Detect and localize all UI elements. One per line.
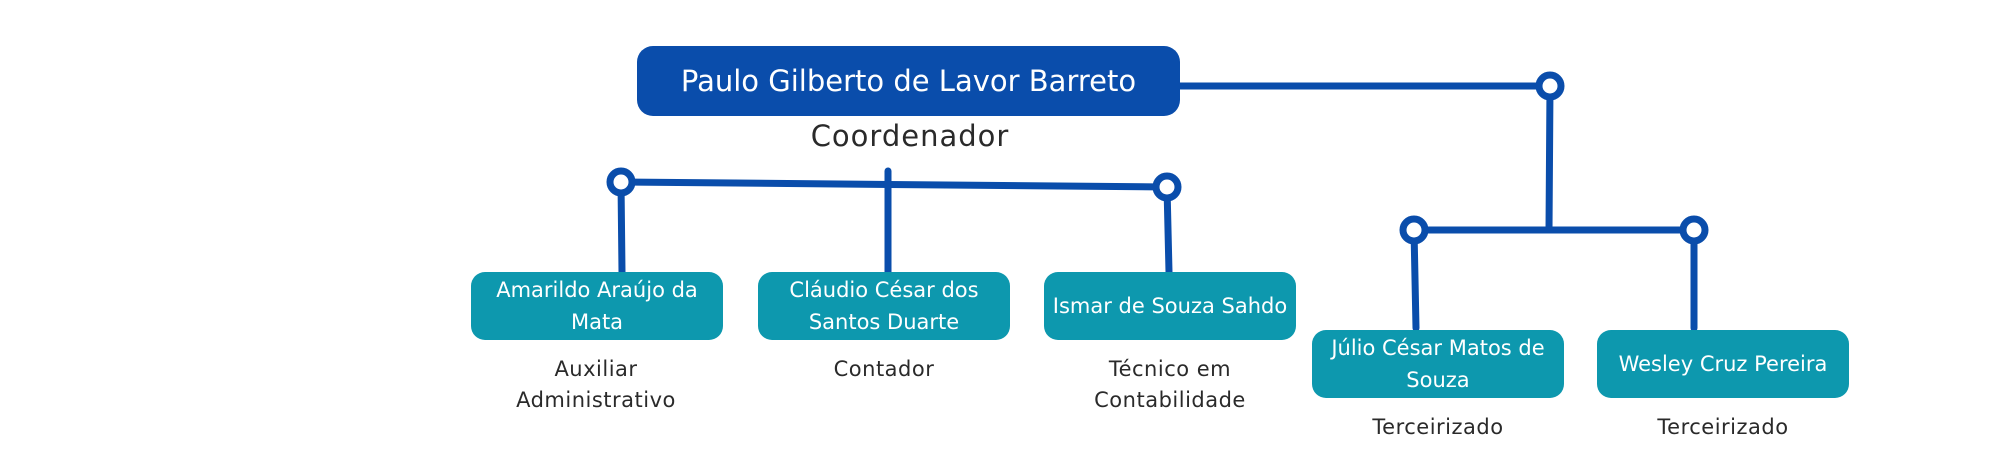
staff-role: Auxiliar Administrativo — [516, 357, 676, 412]
outsourced-role: Terceirizado — [1657, 415, 1789, 439]
staff-box: Ismar de Souza Sahdo — [1044, 272, 1296, 340]
connector-outsourced-left-drop — [1410, 226, 1420, 332]
connector-node-icon — [606, 167, 636, 197]
staff-box: Cláudio César dos Santos Duarte — [758, 272, 1010, 340]
coordinator-box: Paulo Gilberto de Lavor Barreto — [637, 46, 1180, 116]
connector-node-icon — [1535, 71, 1565, 101]
coordinator-name: Paulo Gilberto de Lavor Barreto — [680, 63, 1137, 98]
staff-name: Amarildo Araújo da Mata — [496, 278, 698, 334]
staff-box: Amarildo Araújo da Mata — [471, 272, 723, 340]
outsourced-role: Terceirizado — [1372, 415, 1504, 439]
connector-node-icon — [1152, 172, 1182, 202]
connector-node-icon — [1679, 215, 1709, 245]
outsourced-name: Wesley Cruz Pereira — [1618, 352, 1828, 376]
outsourced-box: Júlio César Matos de Souza — [1312, 330, 1564, 398]
staff-name: Ismar de Souza Sahdo — [1052, 294, 1288, 318]
connector-right-trunk — [1545, 82, 1554, 234]
outsourced-box: Wesley Cruz Pereira — [1597, 330, 1849, 398]
connector-node-icon — [1399, 215, 1429, 245]
outsourced-name: Júlio César Matos de Souza — [1331, 336, 1545, 392]
staff-name: Cláudio César dos Santos Duarte — [789, 278, 979, 334]
coordinator-role: Coordenador — [810, 119, 1010, 153]
staff-role: Técnico em Contabilidade — [1094, 357, 1246, 412]
connector-staff-bar — [617, 178, 1171, 191]
connector-staff-left-drop — [617, 178, 626, 276]
staff-role: Contador — [833, 357, 935, 381]
